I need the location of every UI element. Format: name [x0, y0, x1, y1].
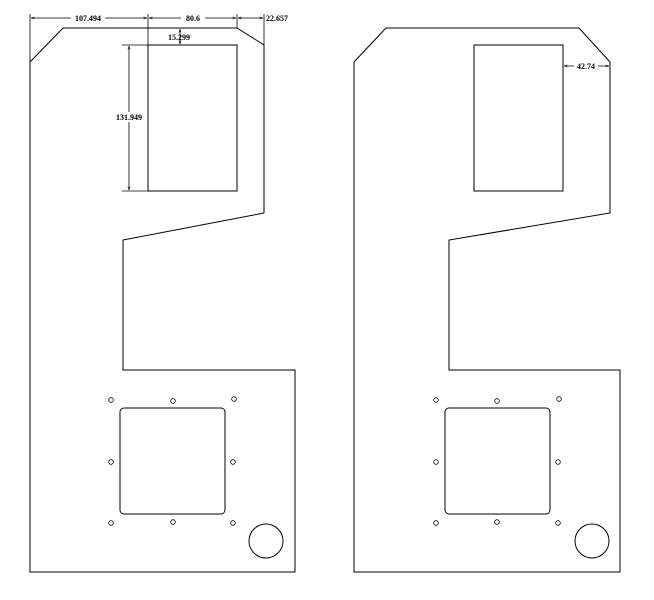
bolt-hole [555, 459, 561, 465]
bolt-hole [108, 459, 114, 465]
left-bolt-holes [108, 396, 237, 526]
bolt-hole [170, 398, 176, 404]
left-window-cutout [147, 44, 238, 192]
dim-label-window-height: 131.949 [116, 113, 142, 122]
bolt-hole [433, 520, 439, 526]
bolt-hole [170, 519, 176, 525]
bolt-hole [433, 397, 439, 403]
right-panel: 42.74 [353, 27, 621, 573]
bolt-hole [108, 520, 114, 526]
dim-label-window-width: 80.6 [186, 14, 200, 23]
dim-label-right-panel-offset: 42.74 [577, 62, 595, 71]
bolt-hole [231, 396, 237, 402]
dim-label-window-top: 15.299 [168, 33, 190, 42]
bolt-hole [494, 519, 500, 525]
bolt-hole [230, 520, 236, 526]
bolt-hole [494, 398, 500, 404]
dim-label-overall-left: 107.494 [75, 14, 101, 23]
right-panel-outline [353, 27, 621, 573]
right-square-cutout [444, 407, 551, 515]
bolt-hole [108, 397, 114, 403]
bolt-hole [230, 459, 236, 465]
dim-label-right-offset: 22.657 [266, 14, 288, 23]
left-dimensions: 107.494 80.6 22.657 15.299 131.949 [29, 13, 288, 192]
right-large-hole [574, 523, 610, 559]
right-bolt-holes [433, 396, 562, 526]
left-square-cutout [119, 407, 226, 515]
left-panel-outline [29, 27, 296, 573]
right-dimensions: 42.74 [564, 61, 609, 71]
right-window-cutout [473, 44, 564, 192]
bolt-hole [433, 459, 439, 465]
bolt-hole [555, 520, 561, 526]
left-panel: 107.494 80.6 22.657 15.299 131.949 [29, 13, 296, 573]
bolt-hole [556, 396, 562, 402]
left-large-hole [248, 523, 284, 559]
